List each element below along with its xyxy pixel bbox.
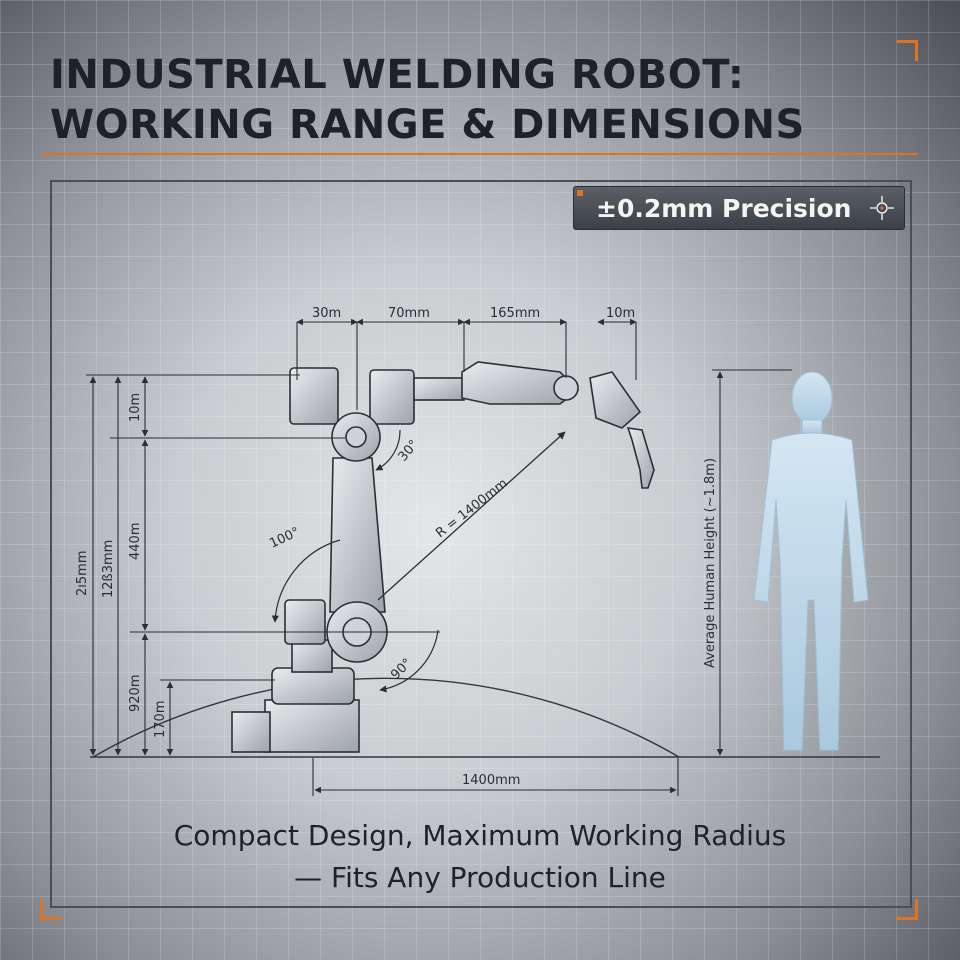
dim-left-reach: 12ß3mm [101, 540, 116, 598]
dim-base-width: 1400mm [462, 773, 520, 788]
tagline-line-1: Compact Design, Maximum Working Radius [173, 819, 787, 852]
dim-left-920m: 920m [128, 675, 143, 712]
robot-base [231, 599, 360, 753]
human-height-dimension [712, 369, 792, 756]
corner-mark-top-right [897, 40, 918, 61]
dim-top-30m: 30m [312, 306, 341, 321]
angle-label-30: 30° [396, 437, 422, 464]
radius-label: R = 1400mm [433, 476, 510, 541]
robot-forearm [413, 361, 580, 405]
angle-label-100: 100° [267, 525, 302, 552]
corner-mark-bottom-right [897, 899, 918, 920]
dim-left-10m: 10m [128, 393, 143, 422]
angle-arc-90 [379, 629, 439, 693]
radius-line [377, 431, 566, 601]
title-line-1: INDUSTRIAL WELDING ROBOT: [50, 52, 745, 98]
dim-top-70mm: 70mm [388, 306, 430, 321]
dim-left-440m: 440m [128, 523, 143, 560]
precision-badge: ±0.2mm Precision [573, 186, 905, 230]
precision-badge-text: ±0.2mm Precision [596, 193, 852, 223]
human-height-label: Average Human Height (~1.8m) [703, 458, 718, 668]
title-line-2: WORKING RANGE & DIMENSIONS [50, 102, 805, 148]
robot-lower-arm [326, 457, 388, 663]
base-width-dimension [312, 758, 679, 796]
human-silhouette [753, 371, 869, 751]
dim-top-10m: 10m [606, 306, 635, 321]
welding-torch [589, 371, 655, 489]
dim-top-165mm: 165mm [490, 306, 540, 321]
title-underline [42, 153, 918, 155]
angle-arc-100 [271, 539, 341, 623]
dim-left-total: 2ı5mm [75, 551, 90, 596]
crosshair-icon [870, 196, 894, 220]
top-dimension-chain [296, 318, 637, 410]
corner-mark-bottom-left [40, 899, 61, 920]
dim-left-170m: 170m [153, 701, 168, 738]
tagline: Compact Design, Maximum Working Radius —… [50, 815, 910, 899]
tagline-line-2: — Fits Any Production Line [294, 861, 666, 894]
badge-accent-dot [577, 190, 583, 196]
angle-arc-30 [375, 429, 401, 471]
blueprint-frame [50, 180, 912, 908]
page-title: INDUSTRIAL WELDING ROBOT: WORKING RANGE … [50, 50, 890, 150]
working-range-arc [92, 677, 680, 758]
left-dimension-chain [86, 374, 440, 756]
robot-shoulder [289, 367, 415, 462]
